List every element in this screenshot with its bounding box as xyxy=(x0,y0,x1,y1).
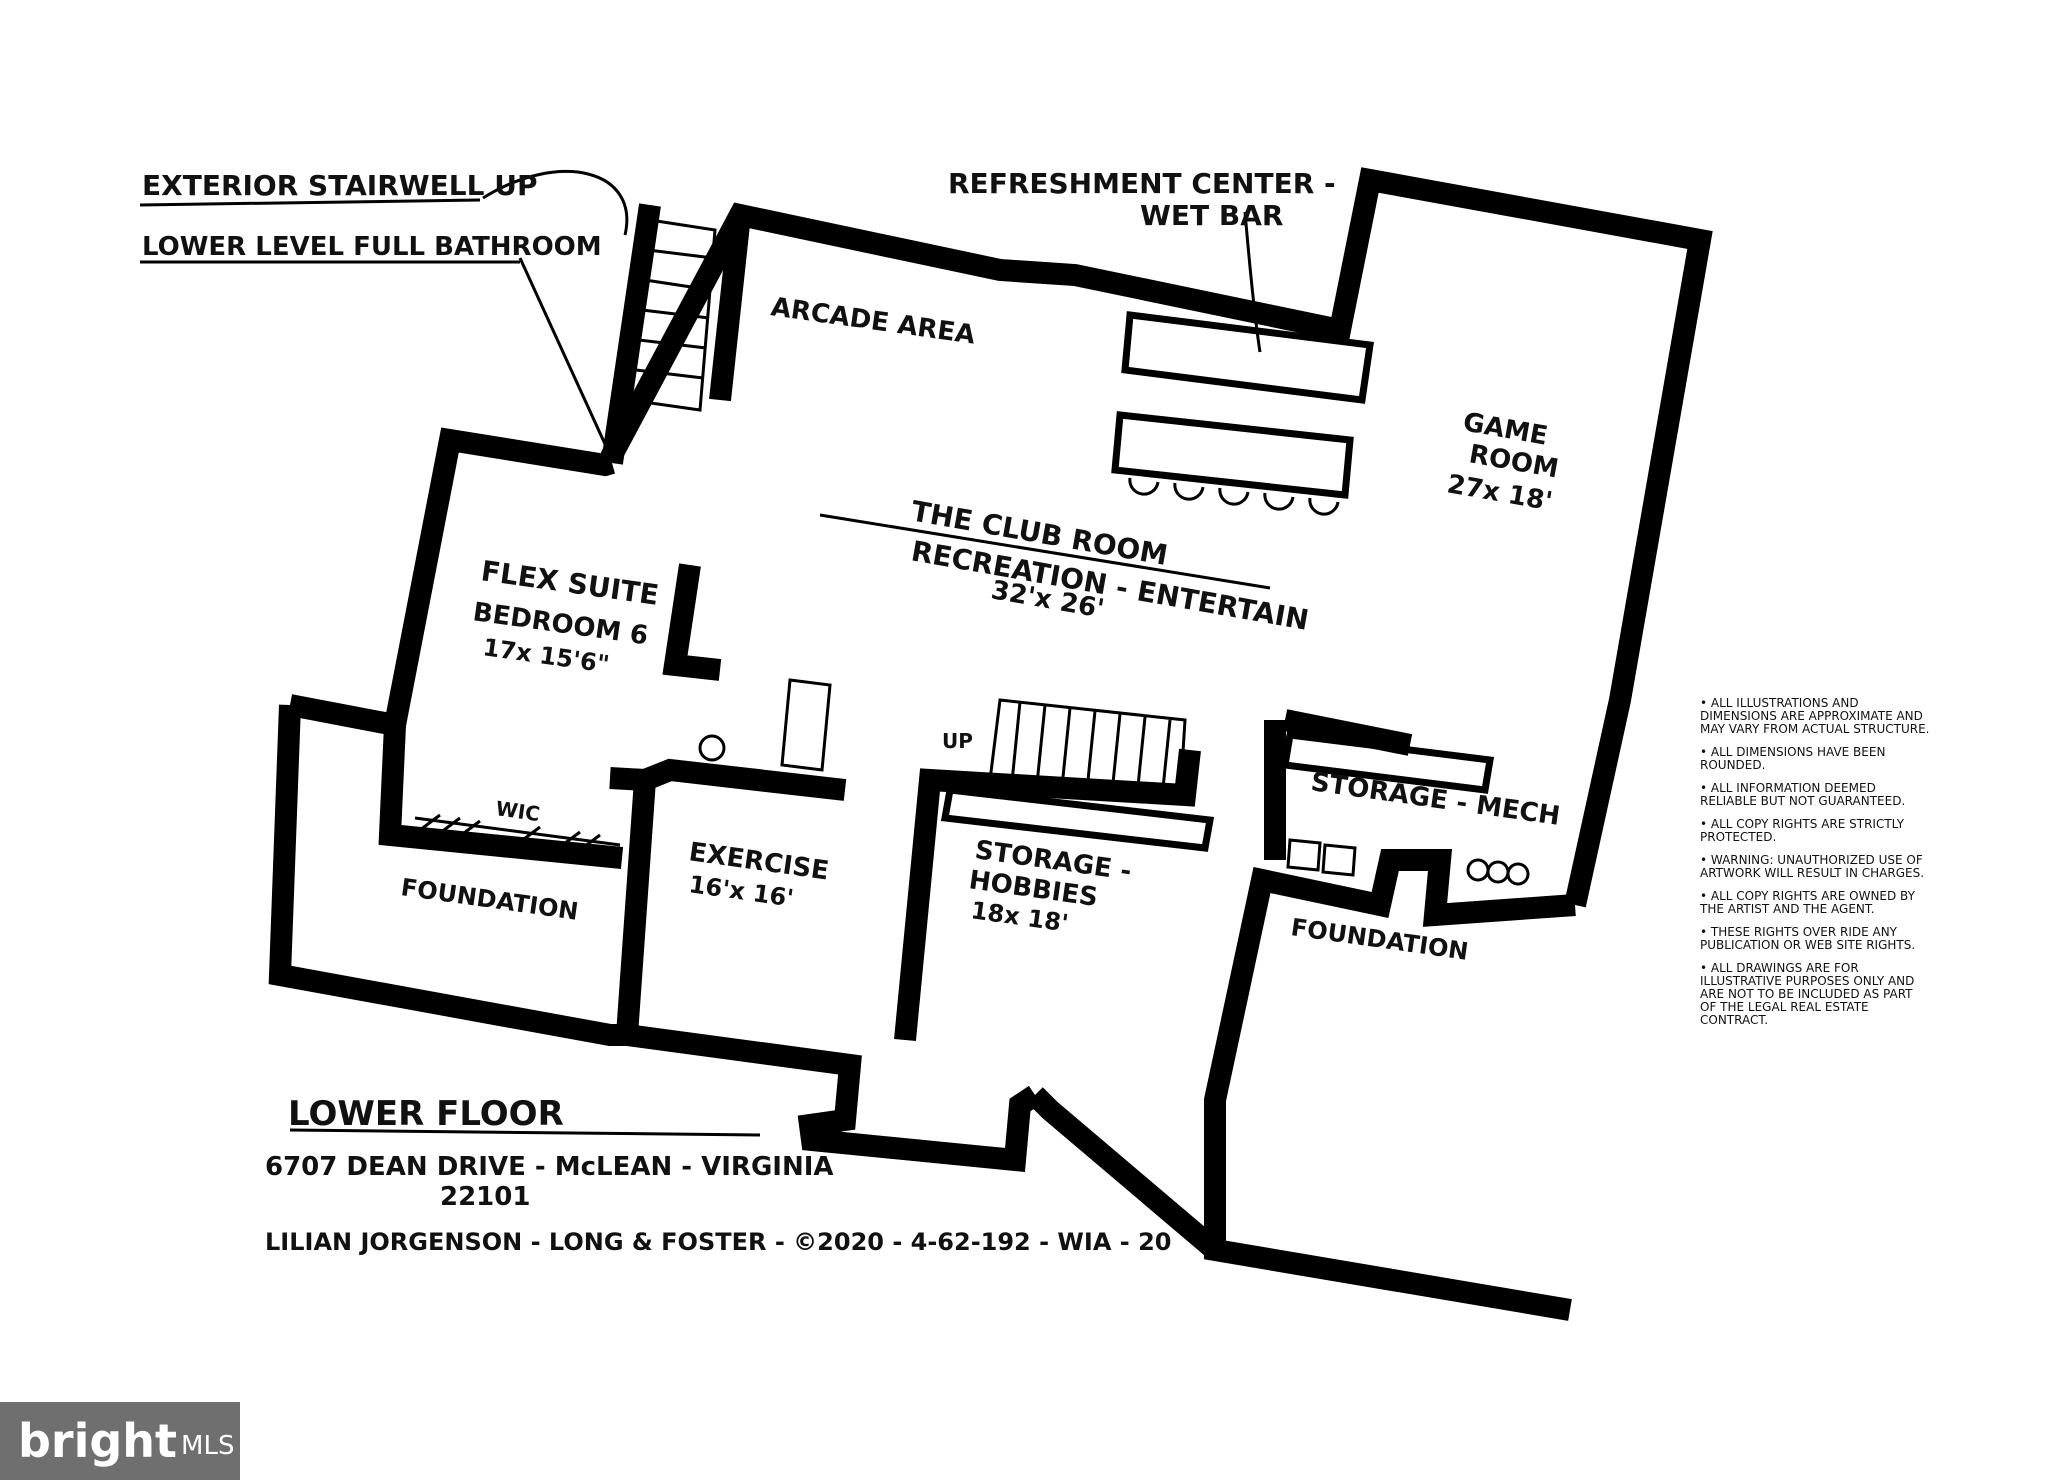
storage-mech-shelving xyxy=(1280,731,1495,794)
watermark-suffix: MLS xyxy=(181,1431,235,1461)
wall-exercise xyxy=(640,758,847,801)
mech-equipment xyxy=(1286,838,1530,886)
label-foundation-left: FOUNDATION xyxy=(399,873,580,926)
wall-storage-mech xyxy=(1264,709,1413,860)
label-exterior-stairwell: EXTERIOR STAIRWELL UP xyxy=(142,169,537,202)
disclaimer-note: • These rights over ride any publication… xyxy=(1700,925,1916,952)
watermark-brand: bright xyxy=(18,1414,178,1468)
wall-left-foundation xyxy=(268,704,657,1046)
bright-mls-watermark: bright MLS xyxy=(0,1402,240,1480)
disclaimer-note: • All illustrations and dimensions are a… xyxy=(1700,696,1930,736)
wall-bath xyxy=(662,563,722,681)
wall-arcade xyxy=(709,213,751,402)
label-lower-level-bath: LOWER LEVEL FULL BATHROOM xyxy=(142,232,602,262)
disclaimer-note: • All drawings are for illustrative purp… xyxy=(1700,961,1915,1027)
stair-interior xyxy=(988,698,1187,802)
disclaimer-note: • All copy rights are strictly protected… xyxy=(1700,817,1905,844)
wet-bar-counter xyxy=(1111,311,1374,499)
wall-flex-suite xyxy=(384,427,616,728)
disclaimer-note: • All dimensions have been rounded. xyxy=(1700,745,1886,772)
stair-exterior xyxy=(628,218,717,412)
wall-left-foundation-top xyxy=(287,694,624,869)
title-credit: LILIAN JORGENSON - LONG & FOSTER - ©2020… xyxy=(265,1228,1171,1256)
callout-leaders xyxy=(482,169,1262,456)
label-wet-bar: WET BAR xyxy=(1140,199,1283,232)
title-address: 6707 DEAN DRIVE - McLEAN - VIRGINIA xyxy=(265,1152,834,1182)
wall-stair-left xyxy=(601,203,661,465)
wic-closet xyxy=(414,813,621,852)
label-storage-mech: STORAGE - MECH xyxy=(1309,767,1562,832)
disclaimer-note: • Warning: unauthorized use of artwork w… xyxy=(1700,853,1925,880)
disclaimer-notes: • All illustrations and dimensions are a… xyxy=(1700,697,1930,1037)
outer-wall-bottom xyxy=(625,1024,1042,1173)
disclaimer-note: • All copy rights are owned by the artis… xyxy=(1700,889,1915,916)
bar-stools xyxy=(1128,477,1340,516)
storage-hobbies-shelving xyxy=(940,786,1215,852)
disclaimer-note: • All information deemed reliable but no… xyxy=(1700,781,1906,808)
label-arcade-area: ARCADE AREA xyxy=(769,292,977,350)
label-underlines xyxy=(139,198,1271,1137)
wall-club-to-foundation xyxy=(1027,1087,1223,1259)
label-refreshment-center: REFRESHMENT CENTER - xyxy=(948,167,1336,200)
label-up: UP xyxy=(942,729,973,753)
label-wic: WIC xyxy=(494,796,541,826)
bathroom-fixtures xyxy=(698,678,832,772)
outer-wall-main xyxy=(601,167,1713,1321)
title-lower-floor: LOWER FLOOR xyxy=(288,1094,564,1134)
title-zip: 22101 xyxy=(440,1182,530,1212)
